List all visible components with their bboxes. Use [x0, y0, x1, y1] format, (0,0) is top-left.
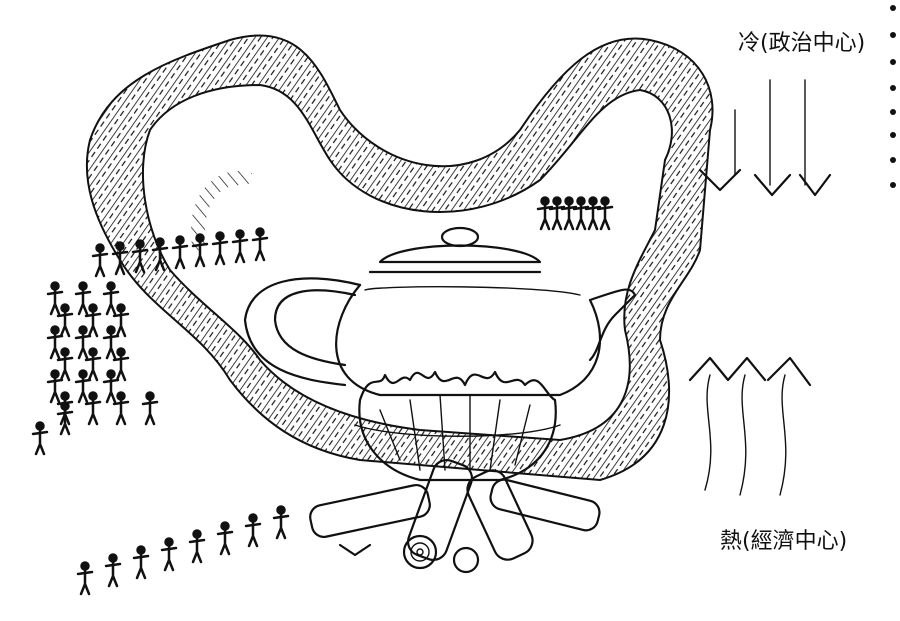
person-figure	[560, 196, 578, 231]
person-figure	[31, 421, 49, 456]
person-figure	[211, 231, 229, 266]
person-figure	[171, 235, 189, 270]
person-figure	[102, 281, 120, 316]
cold-political-center-label: 冷(政治中心)	[738, 31, 865, 56]
person-figure	[251, 227, 269, 262]
person-figure	[91, 243, 109, 278]
person-figure	[74, 325, 92, 360]
downward-arrows-cold	[698, 79, 832, 197]
person-figure	[84, 347, 102, 382]
person-figure	[188, 529, 206, 564]
teapot-lid	[378, 244, 542, 264]
person-figure	[584, 196, 602, 231]
person-figure	[102, 325, 120, 360]
person-figure	[572, 196, 590, 231]
teapot-body	[335, 283, 637, 397]
upward-wavy-arrows-hot	[688, 356, 812, 496]
person-figure	[596, 196, 614, 231]
person-figure	[231, 229, 249, 264]
person-figure	[84, 391, 102, 426]
person-figure	[76, 561, 94, 596]
person-figure	[151, 237, 169, 272]
person-figure	[141, 391, 159, 426]
person-figure	[112, 391, 130, 426]
person-figure	[111, 241, 129, 276]
fire	[354, 370, 561, 482]
person-figure	[131, 239, 149, 274]
person-figure	[272, 505, 290, 540]
person-figure	[46, 281, 64, 316]
person-figure	[244, 513, 262, 548]
person-figure	[46, 325, 64, 360]
teapot	[243, 226, 637, 397]
person-figure	[102, 369, 120, 404]
crowd-of-people	[31, 196, 614, 596]
person-figure	[74, 369, 92, 404]
person-figure	[216, 521, 234, 556]
person-figure	[112, 303, 130, 338]
person-figure	[84, 303, 102, 338]
person-figure	[112, 347, 130, 382]
person-figure	[160, 537, 178, 572]
hot-economic-center-label: 熱(經濟中心)	[720, 529, 847, 554]
person-figure	[132, 545, 150, 580]
edge-dots	[890, 5, 896, 188]
person-figure	[56, 303, 74, 338]
person-figure	[548, 196, 566, 231]
teapot-handle	[243, 277, 362, 387]
person-figure	[56, 401, 74, 436]
person-figure	[104, 553, 122, 588]
firewood-logs	[309, 459, 601, 574]
person-figure	[536, 196, 554, 231]
person-figure	[56, 347, 74, 382]
person-figure	[191, 233, 209, 268]
person-figure	[74, 281, 92, 316]
person-figure	[46, 369, 64, 404]
